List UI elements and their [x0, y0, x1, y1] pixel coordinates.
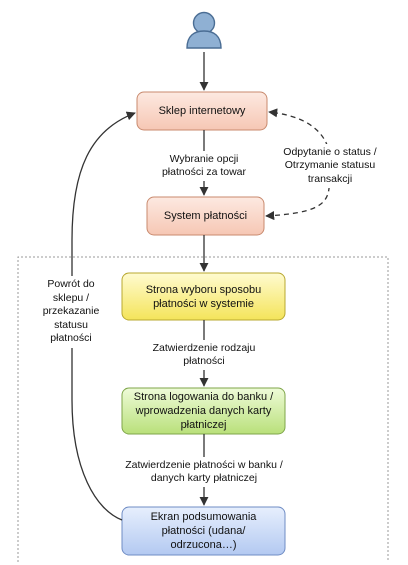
user-icon [186, 11, 222, 49]
node-payment-system-box[interactable] [146, 196, 265, 236]
system-boundary [17, 256, 389, 562]
edge-label-confirm-payment: Zatwierdzenie płatności w banku / danych… [118, 457, 290, 487]
edge-label-return-to-shop: Powrót do sklepu / przekazanie statusu p… [42, 276, 100, 348]
node-bank-login-label: Strona logowania do banku / wprowadzenia… [133, 391, 274, 431]
edge-label-status-query: Odpytanie o status / Otrzymanie statusu … [272, 144, 388, 188]
node-summary-label: Ekran podsumowania płatności (udana/ odr… [150, 511, 257, 551]
node-summary-box[interactable] [121, 506, 286, 556]
edge-label-confirm-type: Zatwierdzenie rodzaju płatności [138, 340, 270, 370]
node-shop-label: Sklep internetowy [158, 105, 246, 117]
node-method-page-label: Strona wyboru sposobu płatności w system… [145, 283, 262, 310]
node-payment-system-label: System płatności [163, 210, 248, 222]
edge-label-choose-payment: Wybranie opcji płatności za towar [150, 151, 258, 181]
